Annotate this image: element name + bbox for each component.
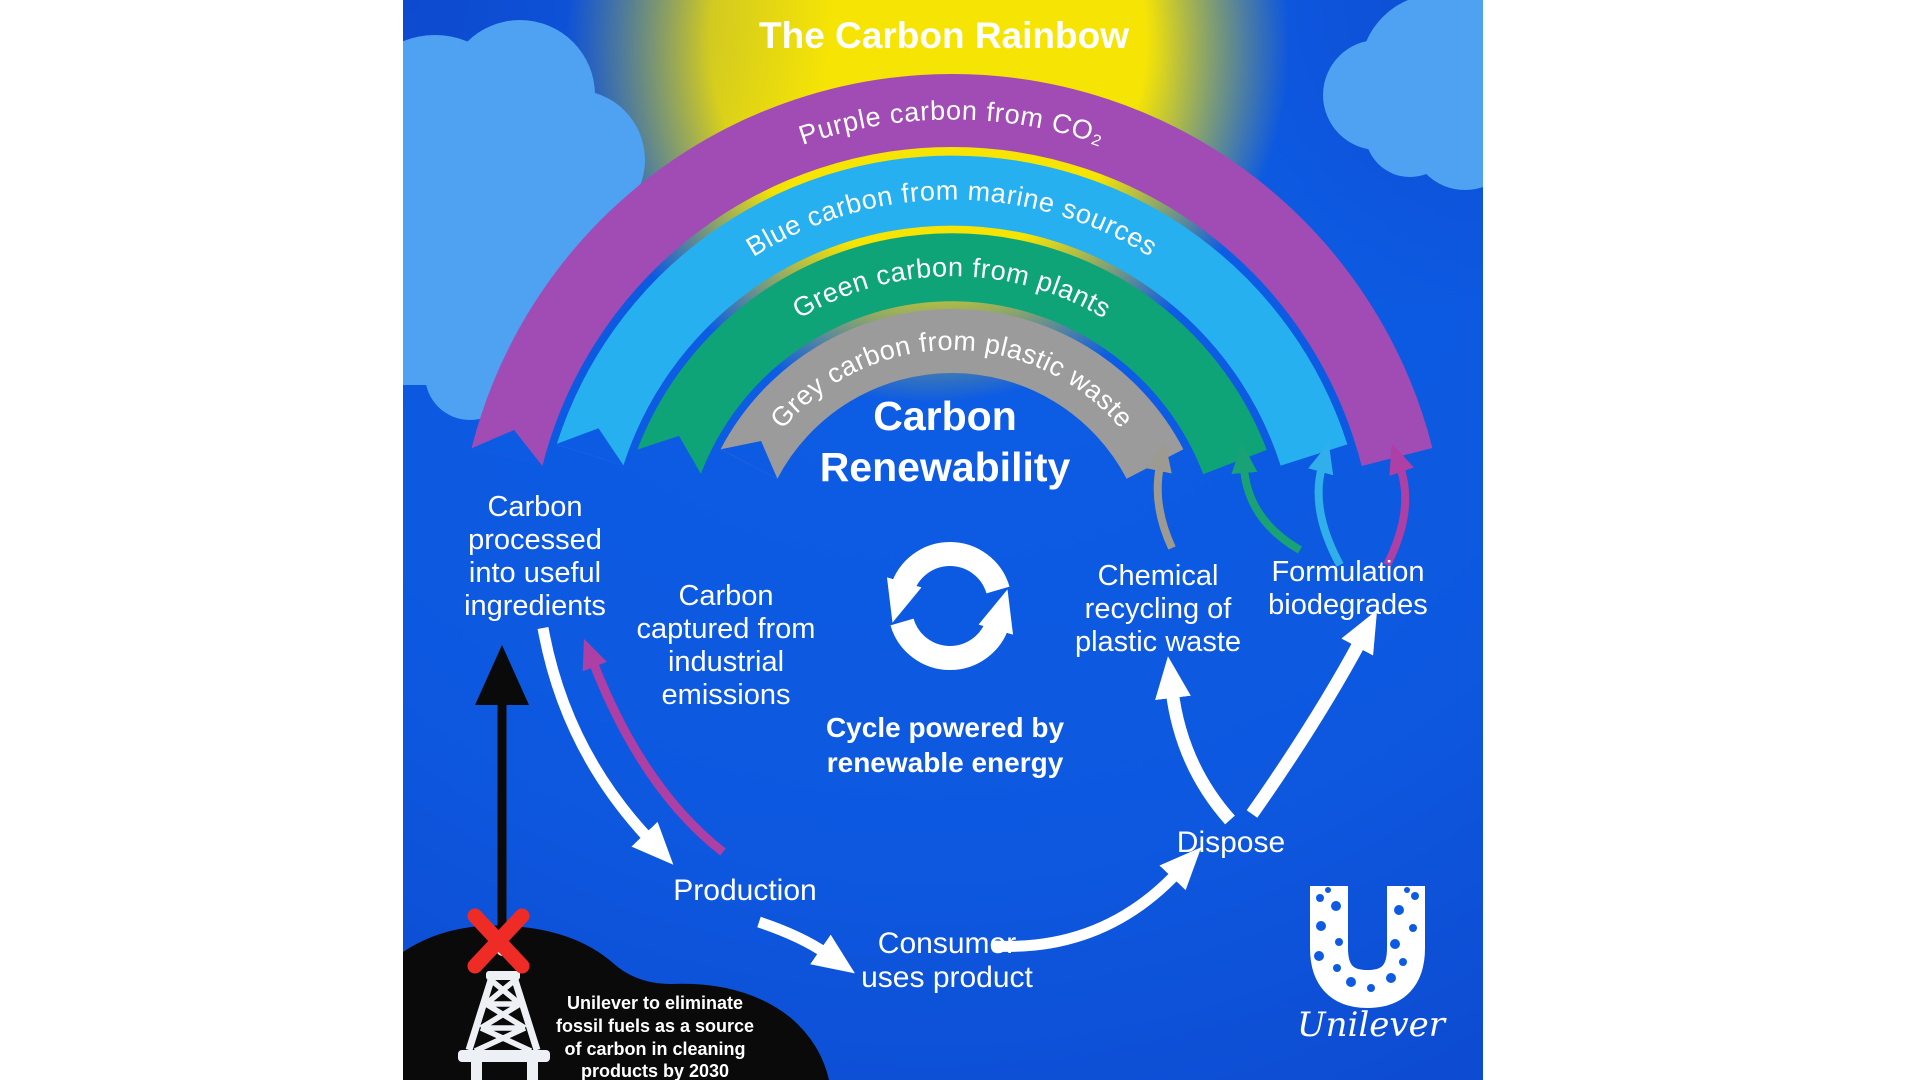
label-production: Production — [673, 874, 816, 907]
svg-text:processed: processed — [468, 524, 602, 556]
label-carbon-processed: Carbon processed into useful ingredients — [464, 491, 606, 622]
label-formulation-biodegrades: Formulation biodegrades — [1268, 556, 1428, 621]
svg-text:Chemical: Chemical — [1098, 560, 1219, 592]
svg-text:biodegrades: biodegrades — [1268, 589, 1428, 621]
svg-text:Carbon: Carbon — [873, 393, 1017, 439]
cycle-caption-line-2: renewable energy — [827, 747, 1064, 778]
unilever-u-ornament — [1314, 887, 1419, 992]
band-green-carbon — [637, 233, 1267, 475]
svg-text:of carbon in cleaning: of carbon in cleaning — [564, 1039, 745, 1059]
svg-text:industrial: industrial — [668, 646, 784, 678]
label-carbon-captured: Carbon captured from industrial emission… — [637, 580, 816, 711]
arrow-consumer-to-dispose — [992, 847, 1202, 952]
svg-text:ingredients: ingredients — [464, 590, 606, 622]
unilever-logo: Unilever — [1297, 886, 1447, 1045]
carbon-rainbow: Purple carbon from CO₂ Blue carbon from … — [471, 74, 1433, 480]
green-return-arrow — [1231, 443, 1303, 554]
purple-return-arrow — [1383, 443, 1414, 567]
arrow-dispose-to-formulation — [1246, 610, 1378, 818]
recycle-icon — [886, 542, 1014, 670]
heading-carbon-renewability: Carbon Renewability — [820, 393, 1071, 490]
svg-text:fossil fuels as a source: fossil fuels as a source — [556, 1016, 754, 1036]
svg-text:captured from: captured from — [637, 613, 816, 645]
svg-text:renewable energy: renewable energy — [827, 747, 1064, 778]
svg-text:Carbon: Carbon — [678, 580, 773, 612]
footnote-2030-commitment: Unilever to eliminate fossil fuels as a … — [556, 993, 754, 1080]
svg-text:uses product: uses product — [861, 961, 1033, 994]
page-title: The Carbon Rainbow — [759, 15, 1129, 56]
infographic-canvas: Purple carbon from CO₂ Blue carbon from … — [403, 0, 1483, 1080]
heading-line-1: Carbon — [873, 393, 1017, 439]
svg-text:Carbon: Carbon — [487, 491, 582, 523]
blue-return-arrow — [1308, 442, 1344, 567]
arrow-carbon-captured — [582, 638, 726, 856]
grey-return-arrow — [1146, 441, 1176, 550]
svg-text:products by 2030: products by 2030 — [581, 1061, 729, 1080]
svg-text:into useful: into useful — [469, 557, 601, 589]
cloud-right-icon — [1323, 0, 1483, 190]
unilever-wordmark: Unilever — [1297, 1005, 1447, 1045]
arrow-production-to-consumer — [757, 916, 855, 974]
cycle-caption: Cycle powered by renewable energy — [826, 712, 1065, 778]
svg-text:Cycle powered by: Cycle powered by — [826, 712, 1065, 743]
arrow-dispose-to-chemical-recycling — [1155, 656, 1235, 825]
cycle-caption-line-1: Cycle powered by — [826, 712, 1065, 743]
band-blue-carbon — [556, 155, 1348, 466]
svg-text:Formulation: Formulation — [1271, 556, 1424, 588]
svg-text:plastic waste: plastic waste — [1075, 626, 1241, 658]
band-grey-carbon — [720, 308, 1184, 480]
band-end-notches — [471, 428, 778, 479]
arrow-ingredients-to-production — [537, 627, 674, 865]
svg-text:Consumer: Consumer — [878, 927, 1016, 960]
label-chemical-recycling: Chemical recycling of plastic waste — [1075, 560, 1241, 658]
label-dispose: Dispose — [1177, 826, 1285, 859]
oil-derrick-icon — [458, 942, 550, 1080]
svg-text:emissions: emissions — [662, 679, 791, 711]
svg-text:Unilever to eliminate: Unilever to eliminate — [567, 993, 743, 1013]
red-x-icon — [467, 908, 530, 974]
svg-text:Renewability: Renewability — [820, 444, 1071, 490]
label-consumer: Consumer uses product — [861, 927, 1033, 994]
heading-line-2: Renewability — [820, 444, 1071, 490]
svg-text:recycling of: recycling of — [1085, 593, 1233, 625]
band-purple-carbon — [471, 74, 1433, 466]
